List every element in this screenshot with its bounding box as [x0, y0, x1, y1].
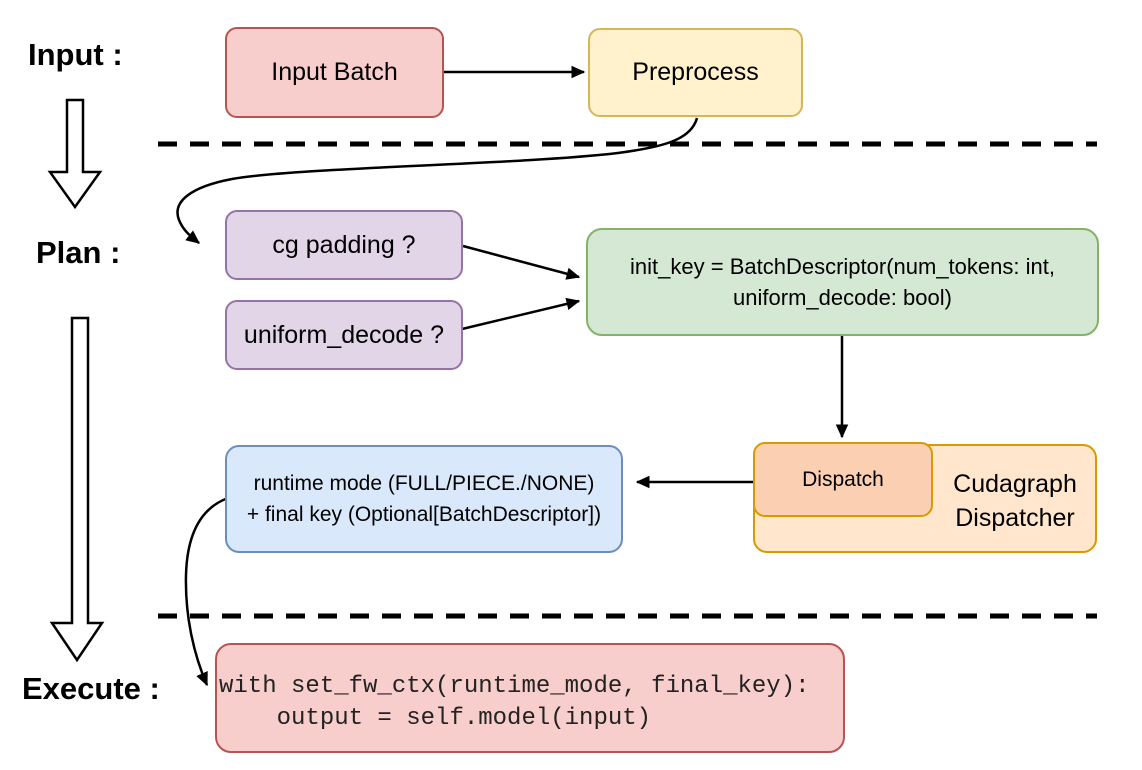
- arrow-cgpadding-to-initkey: [462, 244, 581, 280]
- init-key-line2: uniform_decode: bool): [733, 285, 952, 310]
- execute-code-line1: with set_fw_ctx(runtime_mode, final_key)…: [219, 673, 810, 700]
- execute-code-line2: output = self.model(input): [219, 705, 652, 732]
- uniform-decode-node: uniform_decode ?: [225, 300, 463, 370]
- uniform-decode-label: uniform_decode ?: [243, 320, 445, 349]
- init-key-line1: init_key = BatchDescriptor(num_tokens: i…: [630, 254, 1055, 279]
- plan-section-label: Plan :: [36, 235, 121, 270]
- cudagraph-line2: Dispatcher: [955, 503, 1075, 532]
- input-batch-node: Input Batch: [225, 27, 444, 118]
- init-key-node: init_key = BatchDescriptor(num_tokens: i…: [586, 228, 1099, 336]
- runtime-mode-node: runtime mode (FULL/PIECE./NONE) + final …: [225, 445, 623, 553]
- runtime-mode-line2: + final key (Optional[BatchDescriptor]): [246, 503, 602, 526]
- input-to-plan-arrow: [47, 98, 103, 210]
- arrow-preprocess-to-cgpadding: [176, 117, 699, 244]
- cudagraph-dispatcher-label: Cudagraph Dispatcher: [930, 446, 1100, 555]
- preprocess-label: Preprocess: [632, 58, 759, 86]
- runtime-mode-line1: runtime mode (FULL/PIECE./NONE): [253, 472, 595, 495]
- plan-to-execute-arrow: [49, 316, 105, 663]
- preprocess-node: Preprocess: [588, 28, 803, 117]
- input-batch-label: Input Batch: [271, 58, 398, 86]
- dispatch-node: Dispatch: [753, 442, 933, 517]
- arrow-uniformdecode-to-initkey: [461, 297, 581, 331]
- cg-padding-node: cg padding ?: [225, 210, 463, 280]
- execute-code-node: with set_fw_ctx(runtime_mode, final_key)…: [215, 643, 845, 753]
- arrow-runtimemode-to-executecode: [184, 496, 229, 687]
- execute-section-label: Execute :: [22, 671, 160, 706]
- input-section-label: Input :: [28, 37, 123, 72]
- cg-padding-label: cg padding ?: [272, 230, 416, 259]
- cudagraph-line1: Cudagraph: [953, 469, 1077, 498]
- dispatch-label: Dispatch: [802, 468, 884, 491]
